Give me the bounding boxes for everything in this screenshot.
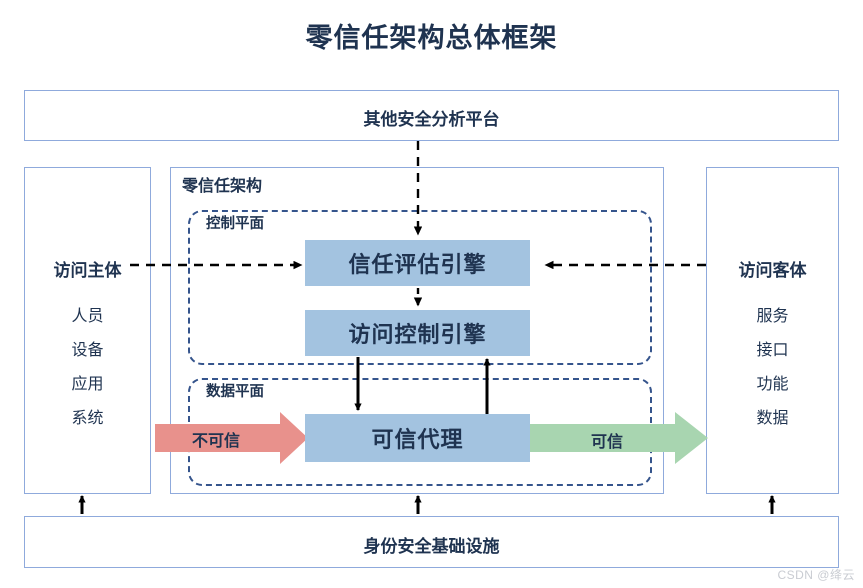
access-subject-panel: 访问主体 人员 设备 应用 系统 — [24, 167, 151, 494]
identity-security-infrastructure-box: 身份安全基础设施 — [24, 516, 839, 568]
data-plane-label: 数据平面 — [203, 384, 267, 400]
access-subject-item-system: 系统 — [71, 410, 104, 427]
untrusted-flow-arrow — [155, 412, 308, 464]
access-object-panel: 访问客体 服务 接口 功能 数据 — [706, 167, 839, 494]
control-plane-label: 控制平面 — [203, 216, 267, 232]
other-security-analysis-platform-label: 其他安全分析平台 — [363, 110, 500, 129]
other-security-analysis-platform-box: 其他安全分析平台 — [24, 90, 839, 141]
trusted-proxy-box: 可信代理 — [305, 414, 530, 462]
control-plane-label-wrap: 控制平面 — [203, 212, 267, 233]
identity-security-infrastructure-label: 身份安全基础设施 — [363, 537, 500, 556]
access-subject-item-device: 设备 — [71, 342, 104, 359]
access-control-engine-box: 访问控制引擎 — [305, 310, 530, 356]
data-plane-label-wrap: 数据平面 — [203, 380, 267, 401]
access-object-item-function: 功能 — [756, 376, 789, 393]
csdn-watermark: CSDN @绛云 — [777, 568, 855, 582]
trusted-flow-label: 可信 — [591, 434, 624, 451]
access-subject-title: 访问主体 — [53, 261, 122, 280]
access-subject-item-personnel: 人员 — [71, 308, 104, 325]
untrusted-flow-label: 不可信 — [192, 433, 241, 450]
page-title: 零信任架构总体框架 — [305, 23, 558, 53]
access-object-title: 访问客体 — [738, 261, 807, 280]
access-object-item-data: 数据 — [756, 410, 789, 427]
access-subject-item-application: 应用 — [71, 376, 104, 393]
trust-evaluation-engine-box: 信任评估引擎 — [305, 240, 530, 286]
control-plane-box — [188, 210, 652, 365]
trusted-flow-arrow — [530, 412, 708, 464]
access-object-item-service: 服务 — [756, 308, 789, 325]
access-object-item-interface: 接口 — [756, 342, 789, 359]
zero-trust-architecture-label: 零信任架构 — [182, 178, 263, 195]
